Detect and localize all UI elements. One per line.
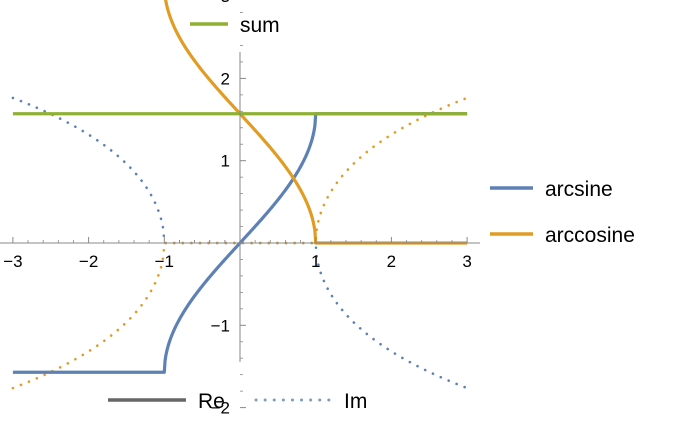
legend-label-re: Re [198, 390, 225, 413]
x-tick-label: −3 [3, 252, 22, 271]
x-tick-label: −1 [155, 252, 174, 271]
legend-label-im: Im [344, 390, 367, 413]
y-tick-label: 1 [221, 152, 230, 171]
legend-label-sum: sum [240, 14, 280, 37]
legend-label-arcsine: arcsine [545, 178, 613, 201]
axes: −3 −2 −1 1 2 3 −2 −1 1 2 3 [0, 0, 480, 418]
y-tick-label: 2 [221, 69, 230, 88]
x-tick-label: 2 [387, 252, 396, 271]
legend-bottom: Re Im [108, 390, 367, 413]
legend-label-arccosine: arccosine [545, 224, 635, 247]
x-tick-label: −2 [79, 252, 98, 271]
legend-right: arcsine arccosine [490, 178, 635, 247]
y-tick-label: 3 [221, 0, 230, 6]
x-tick-label: 3 [462, 252, 471, 271]
x-tick-label: 1 [311, 252, 320, 271]
y-tick-label: −1 [211, 316, 230, 335]
y-tick-label: −2 [211, 399, 230, 418]
legend-top: sum [190, 14, 280, 37]
